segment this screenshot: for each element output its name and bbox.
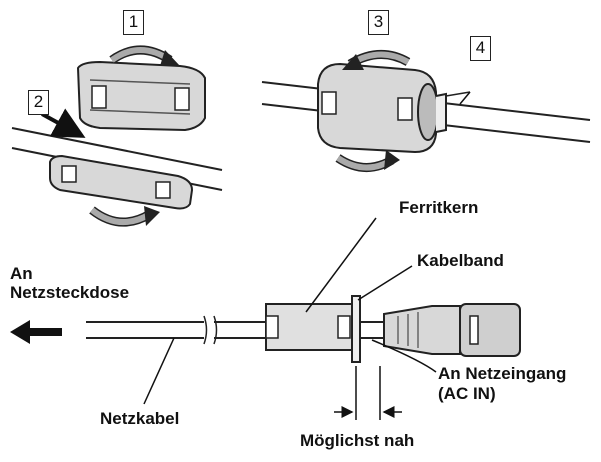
ferrite-core-label: Ferritkern bbox=[399, 198, 479, 217]
step-2-label: 2 bbox=[28, 90, 49, 115]
step-1-label: 1 bbox=[123, 10, 144, 35]
to-inlet-label-line2: (AC IN) bbox=[438, 384, 496, 403]
to-inlet-label-line1: An Netzeingang bbox=[438, 364, 567, 383]
step-1-2-illustration bbox=[11, 45, 223, 227]
step-3-label: 3 bbox=[368, 10, 389, 35]
to-outlet-label-line2: Netzsteckdose bbox=[10, 283, 130, 302]
step-4-label: 4 bbox=[470, 36, 491, 61]
cable-tie-label: Kabelband bbox=[417, 251, 504, 270]
power-cable-label: Netzkabel bbox=[100, 409, 180, 428]
to-outlet-label-line1: An bbox=[10, 264, 33, 283]
step-3-4-illustration bbox=[261, 49, 591, 172]
close-as-possible-label: Möglichst nah bbox=[300, 431, 415, 450]
cable-assembly-illustration bbox=[10, 217, 521, 420]
